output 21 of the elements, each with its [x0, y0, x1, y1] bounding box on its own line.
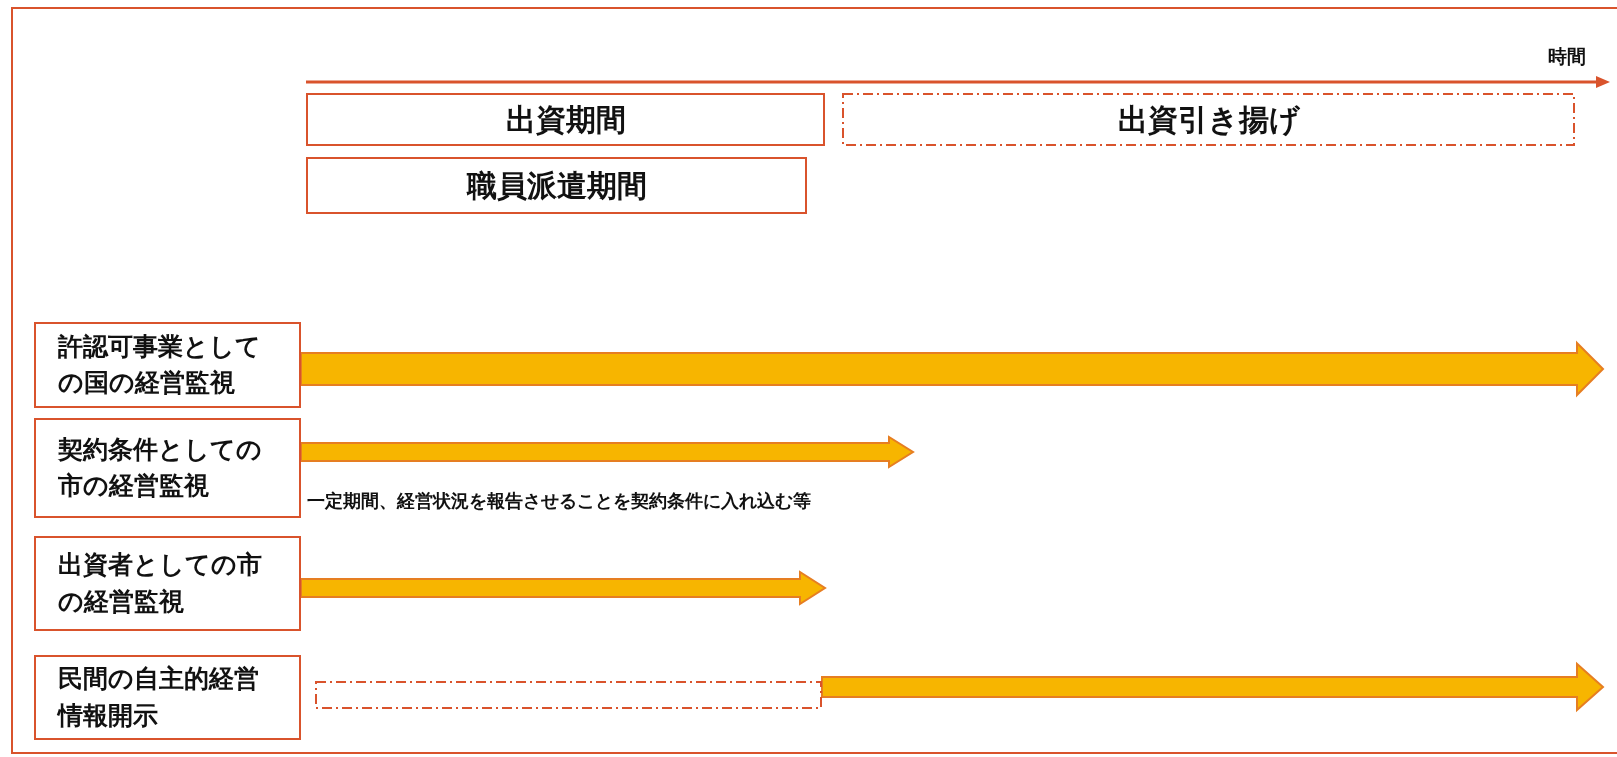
block-arrow [300, 435, 915, 469]
block-arrow [821, 661, 1605, 713]
block-arrow [300, 570, 827, 606]
axis-label: 時間 [1548, 44, 1586, 69]
dashed-bar [315, 681, 822, 709]
period-label: 出資期間 [505, 100, 626, 139]
period-box [306, 157, 807, 214]
category-box [34, 655, 301, 740]
category-box [34, 322, 301, 408]
category-label: 許認可事業としての国の経営監視 [58, 330, 262, 399]
block-arrow [300, 340, 1605, 398]
period-label: 職員派遣期間 [466, 166, 647, 205]
category-box [34, 536, 301, 631]
category-label: 民間の自主的経営情報開示 [58, 663, 260, 732]
category-label: 出資者としての市の経営監視 [58, 549, 263, 618]
period-box [842, 93, 1575, 146]
note-text: 一定期間、経営状況を報告させることを契約条件に入れ込む等 [307, 489, 811, 513]
category-box [34, 418, 301, 518]
period-box [306, 93, 825, 146]
period-label: 出資引き揚げ [1117, 100, 1300, 139]
category-label: 契約条件としての市の経営監視 [58, 433, 263, 502]
